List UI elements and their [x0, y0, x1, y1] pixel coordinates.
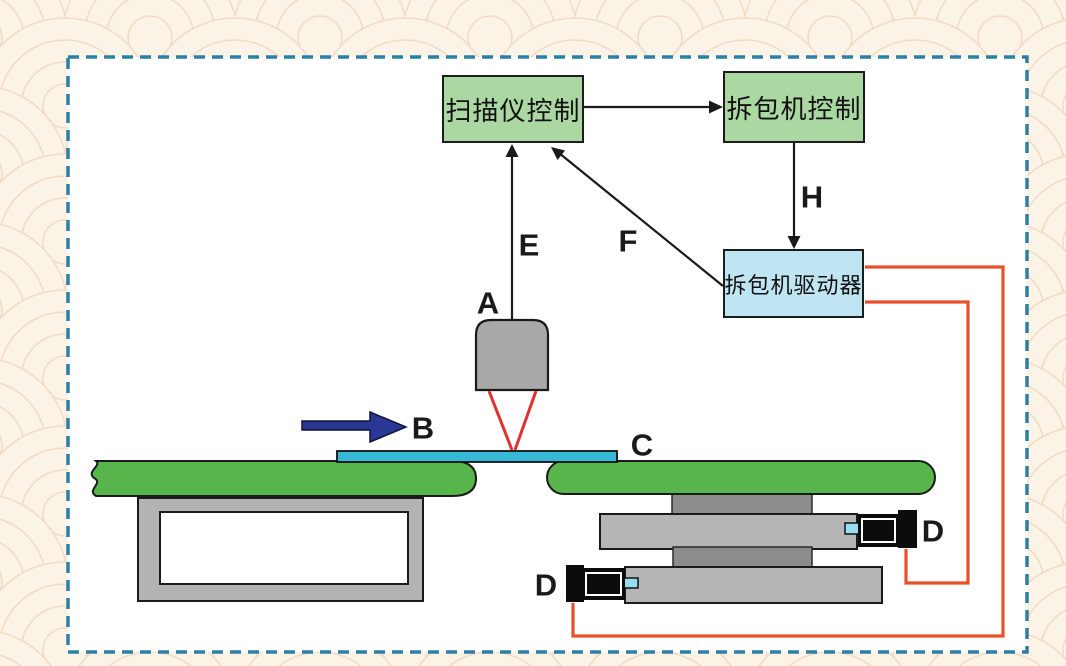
left-conveyor-belt [90, 460, 478, 497]
signal-arrowheads [505, 100, 801, 249]
arrowhead-up-icon [505, 144, 519, 157]
scanner-control-box: 扫描仪控制 [442, 75, 584, 143]
wave-arc [0, 27, 3, 49]
upper-slide-stage [599, 513, 858, 550]
wave-arc [0, 631, 52, 666]
wave-arc [1062, 501, 1066, 527]
right-motor-shaft-coupling [844, 522, 861, 535]
scanner-head [474, 318, 550, 392]
left-support-frame-opening [159, 511, 409, 585]
driver-wires [571, 265, 1005, 638]
left-motor-end-cap [566, 565, 584, 602]
left-motor-shaft-coupling [622, 577, 639, 589]
wave-arc [1062, 229, 1066, 255]
wave-arc [0, 435, 3, 457]
right-motor-end-cap [898, 510, 917, 548]
wire-driver-to-right-motor [865, 300, 970, 585]
unpacker-control-box: 拆包机控制 [723, 71, 865, 143]
wave-arc [1062, 365, 1066, 391]
label-d-left-motor: D [534, 567, 558, 603]
arrowhead-right-icon [709, 100, 723, 114]
left-motor-body-detail [585, 572, 622, 596]
right-motor-body-detail [861, 518, 896, 543]
wave-arc [0, 299, 3, 321]
arrow-f-line [558, 152, 724, 287]
arrowhead-down-icon [787, 236, 801, 249]
laser-beams [487, 390, 538, 451]
wave-arc [0, 163, 3, 185]
package-sheet [336, 450, 618, 463]
label-b-direction: B [411, 410, 435, 446]
arrowhead-diagonal-icon [551, 147, 565, 160]
label-c-package: C [630, 427, 654, 463]
label-h-signal: H [800, 179, 824, 215]
right-conveyor-belt [546, 460, 936, 495]
upper-riser-block [671, 493, 813, 517]
label-d-right-motor: D [921, 513, 945, 549]
label-f-signal: F [618, 223, 638, 259]
wave-arc [0, 571, 3, 593]
wave-arc [1062, 93, 1066, 119]
unpacker-driver-box: 拆包机驱动器 [723, 249, 864, 318]
lower-riser-block [672, 546, 813, 570]
laser-beam-left [487, 390, 514, 451]
wave-arc [0, 654, 22, 666]
wave-arc [1062, 637, 1066, 663]
lower-slide-stage [624, 566, 883, 604]
laser-beam-right [513, 390, 538, 451]
feed-direction-arrow-icon [301, 410, 408, 444]
label-a-scanner: A [476, 285, 500, 321]
wire-driver-to-left-motor [571, 265, 1005, 638]
label-e-signal: E [518, 227, 540, 263]
signal-arrows [510, 105, 796, 322]
